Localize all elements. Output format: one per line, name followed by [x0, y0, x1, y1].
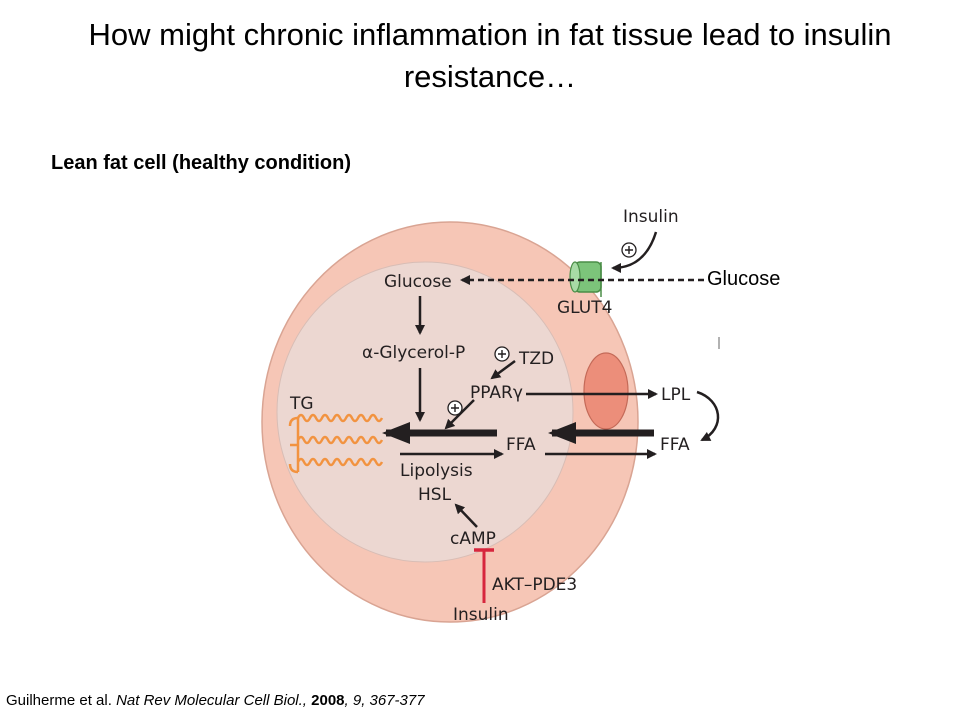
glut4-label: GLUT4 [557, 298, 612, 318]
insulin-activation-arrow [611, 231, 658, 273]
slide-title: How might chronic inflammation in fat ti… [88, 17, 892, 94]
diagram-subtitle: Lean fat cell (healthy condition) [51, 152, 352, 174]
camp-label: cAMP [450, 529, 496, 549]
ppar-label: PPARγ [470, 383, 523, 403]
lipolysis-label: Lipolysis [400, 461, 473, 481]
lpl-to-ffa-arrow [696, 390, 720, 442]
glucose-inside-label: Glucose [384, 272, 452, 292]
glut4-channel [569, 261, 602, 297]
tg-label: TG [289, 394, 314, 414]
tzd-to-ppar-arrow [490, 359, 516, 380]
plus-icon [447, 400, 463, 416]
tzd-label: TZD [518, 349, 554, 369]
akt-pde3-label: AKT–PDE3 [492, 575, 577, 595]
lpl-transporter [583, 352, 629, 430]
citation: Guilherme et al. Nat Rev Molecular Cell … [6, 692, 425, 709]
lpl-label: LPL [661, 385, 691, 405]
camp-to-hsl-arrow [454, 503, 478, 528]
ffa-outside-label: FFA [660, 435, 690, 455]
citation-pages: , 9, 367-377 [344, 692, 425, 709]
ffa-inside-label: FFA [506, 435, 536, 455]
citation-journal: Nat Rev Molecular Cell Biol., [116, 692, 307, 709]
insulin-inhibition [474, 548, 494, 603]
ppar-to-tg-arrow [444, 399, 475, 430]
plus-icon [621, 242, 637, 258]
hsl-label: HSL [418, 485, 452, 505]
insulin-top-label: Insulin [623, 207, 679, 227]
tg-fatty-acid-chains [288, 413, 384, 474]
citation-year: 2008 [311, 692, 345, 709]
citation-authors: Guilherme et al. [6, 692, 112, 709]
glucose-outside-label: Glucose [707, 268, 780, 290]
insulin-bottom-label: Insulin [453, 605, 509, 625]
cell-cytoplasm [276, 261, 574, 563]
glycerol-p-label: α-Glycerol-P [362, 343, 465, 363]
plus-icon [494, 346, 510, 362]
